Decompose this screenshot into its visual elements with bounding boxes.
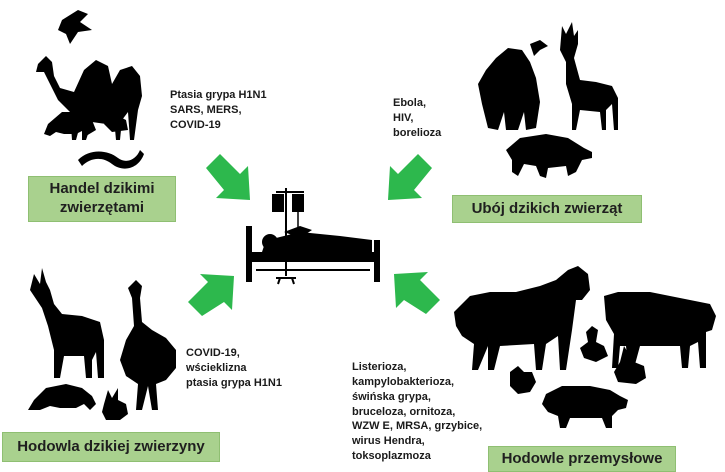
deer-silhouette-icon-2	[30, 268, 104, 378]
pig-silhouette-icon	[542, 386, 628, 428]
diseases-wildlife-trade: Ptasia grypa H1N1 SARS, MERS, COVID-19	[170, 88, 267, 133]
arrow-from-top-right	[388, 154, 432, 200]
bird-silhouette-icon-2	[530, 40, 548, 56]
rabbit-silhouette-icon	[102, 388, 128, 420]
diseases-wild-slaughter: Ebola, HIV, borelioza	[393, 96, 441, 141]
arrow-from-bottom-right	[394, 272, 440, 314]
label-wildlife-trade: Handel dzikimi zwierzętami	[28, 176, 176, 222]
gorilla-silhouette-icon	[478, 48, 540, 130]
horse-silhouette-icon	[454, 266, 590, 370]
cow-silhouette-icon	[604, 292, 716, 368]
label-industrial-farming: Hodowle przemysłowe	[488, 446, 676, 472]
deer-silhouette-icon	[560, 22, 618, 130]
bird-silhouette-icon	[58, 10, 92, 44]
diseases-wild-game-farming: COVID-19, wścieklizna ptasia grypa H1N1	[186, 346, 282, 391]
diseases-industrial-farming: Listerioza, kampylobakterioza, świńska g…	[352, 360, 482, 464]
raccoon-dog-silhouette-icon	[28, 384, 96, 410]
chicken-silhouette-icon	[510, 366, 536, 394]
label-wild-game-farming: Hodowla dzikiej zwierzyny	[2, 432, 220, 462]
duck-silhouette-icon	[580, 326, 608, 362]
hospital-bed-icon	[246, 188, 380, 284]
arrow-from-top-left	[206, 154, 250, 200]
arrow-from-bottom-left	[188, 274, 234, 316]
label-wild-slaughter: Ubój dzikich zwierząt	[452, 195, 642, 223]
emu-silhouette-icon	[120, 280, 176, 410]
snake-silhouette-icon	[78, 150, 144, 169]
boar-silhouette-icon	[506, 134, 592, 178]
